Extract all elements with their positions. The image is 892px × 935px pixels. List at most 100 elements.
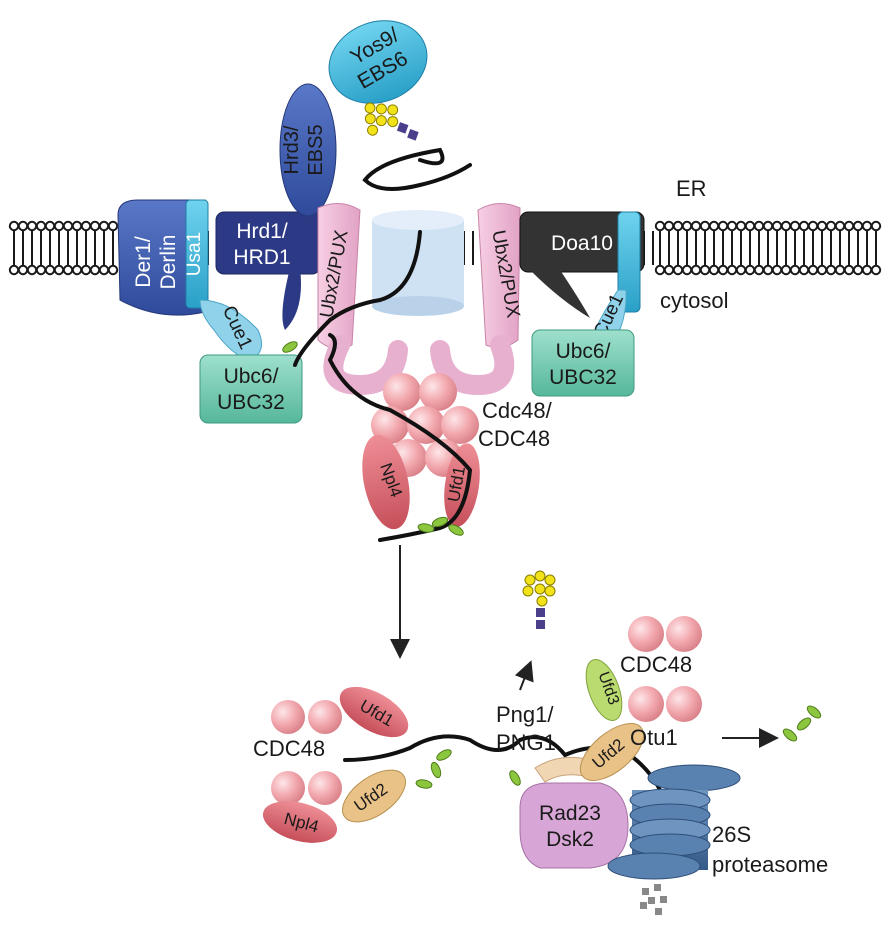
- ubc6-right-label-line1: Ubc6/: [556, 340, 611, 363]
- lipid-head: [8, 220, 20, 232]
- der1-label-line2: Derlin: [157, 235, 180, 290]
- lipid-head: [861, 220, 873, 232]
- lipid-head: [708, 264, 720, 276]
- lipid-head: [71, 264, 83, 276]
- lipid-head: [789, 264, 801, 276]
- proteasome-label-line1: 26S: [712, 822, 751, 847]
- doa10-label: Doa10: [551, 232, 613, 255]
- lipid-head: [708, 220, 720, 232]
- lipid-head: [798, 264, 810, 276]
- lipid-head: [71, 220, 83, 232]
- ubc6-right-protein: Ubc6/ UBC32: [531, 329, 635, 397]
- lipid-head: [17, 264, 29, 276]
- hrd3-protein: Hrd3/ EBS5: [279, 83, 337, 217]
- lipid-head: [717, 264, 729, 276]
- lipid-head: [26, 264, 38, 276]
- doa10-protein: Doa10: [519, 211, 645, 318]
- der1-label-line1: Der1/: [132, 236, 155, 288]
- cdc48-left-complex: [271, 700, 342, 805]
- lipid-head: [17, 220, 29, 232]
- lipid-head: [762, 220, 774, 232]
- lipid-head: [663, 264, 675, 276]
- cdc48-left-label: CDC48: [253, 736, 325, 761]
- lipid-head: [53, 220, 65, 232]
- ubx2-left-protein: Ubx2/PUX: [317, 203, 361, 350]
- lipid-head: [699, 264, 711, 276]
- lipid-head: [816, 264, 828, 276]
- lipid-head: [699, 220, 711, 232]
- lipid-head: [870, 264, 882, 276]
- lipid-head: [681, 264, 693, 276]
- cdc48-right-label: CDC48: [620, 652, 692, 677]
- lipid-head: [780, 220, 792, 232]
- lipid-head: [80, 220, 92, 232]
- lipid-head: [789, 220, 801, 232]
- substrate-chain-cytosol: [293, 318, 473, 542]
- lipid-head: [654, 264, 666, 276]
- lipid-head: [98, 220, 110, 232]
- lipid-head: [852, 264, 864, 276]
- hrd3-label-line2: EBS5: [305, 124, 327, 175]
- ubc6-left-label-line1: Ubc6/: [224, 365, 279, 388]
- lipid-head: [80, 264, 92, 276]
- ubx2-right-protein: Ubx2/PUX: [477, 203, 524, 349]
- lipid-head: [843, 220, 855, 232]
- lipid-head: [771, 220, 783, 232]
- cdc48-right-complex: [628, 616, 702, 722]
- rad23-label-line1: Rad23: [539, 802, 601, 825]
- lipid-head: [672, 220, 684, 232]
- cdc48-top-label-line2: CDC48: [478, 426, 550, 451]
- lipid-head: [44, 220, 56, 232]
- hrd1-protein: Hrd1/ HRD1: [215, 211, 321, 330]
- er-membrane: [8, 220, 882, 276]
- hrd1-label-line2: HRD1: [233, 246, 290, 269]
- lipid-head: [807, 264, 819, 276]
- ufd1-bottom-protein: Ufd1: [339, 686, 409, 738]
- lipid-head: [53, 264, 65, 276]
- png1-label-line1: Png1/: [496, 702, 554, 727]
- lipid-head: [825, 220, 837, 232]
- lipid-head: [744, 220, 756, 232]
- usa1-protein: Usa1: [184, 199, 209, 309]
- ufd2-right-protein: Ufd2: [579, 723, 645, 781]
- ubc6-left-label-line2: UBC32: [217, 391, 285, 414]
- lipid-head: [89, 264, 101, 276]
- npl4-top-protein: Npl4: [362, 434, 410, 530]
- der1-protein: Der1/ Derlin: [117, 199, 206, 316]
- lipid-head: [44, 264, 56, 276]
- substrate-chain-channel: [328, 230, 422, 322]
- hrd3-label-line1: Hrd3/: [281, 125, 303, 174]
- rad23-protein: Rad23 Dsk2: [519, 782, 629, 869]
- ubiquitin-icon: [782, 705, 822, 742]
- ubc6-left-protein: Ubc6/ UBC32: [199, 354, 303, 424]
- ufd3-protein: Ufd3: [585, 658, 623, 722]
- lipid-head: [771, 264, 783, 276]
- proteasome-complex: [607, 764, 741, 880]
- lipid-head: [870, 220, 882, 232]
- lipid-head: [798, 220, 810, 232]
- lipid-head: [98, 264, 110, 276]
- yos9-protein: Yos9/ EBS6: [328, 20, 428, 104]
- lipid-head: [35, 220, 47, 232]
- otu1-label: Otu1: [630, 725, 678, 750]
- lipid-head: [107, 264, 119, 276]
- lipid-head: [744, 264, 756, 276]
- lipid-head: [726, 264, 738, 276]
- cdc48-top-label-line1: Cdc48/: [482, 398, 553, 423]
- substrate-chain-lumen: [362, 147, 472, 191]
- ubx-hook-right: [430, 335, 515, 396]
- ufd2-left-protein: Ufd2: [342, 769, 406, 823]
- lipid-head: [735, 264, 747, 276]
- glycan-icon: [364, 102, 419, 141]
- lipid-head: [843, 264, 855, 276]
- lipid-head: [717, 220, 729, 232]
- npl4-bottom-protein: Npl4: [262, 801, 338, 843]
- lipid-head: [672, 264, 684, 276]
- ufd1-top-protein: Ufd1: [444, 443, 480, 527]
- lipid-head: [26, 220, 38, 232]
- lipid-head: [690, 220, 702, 232]
- lipid-head: [807, 220, 819, 232]
- arrow-icon: [514, 660, 534, 691]
